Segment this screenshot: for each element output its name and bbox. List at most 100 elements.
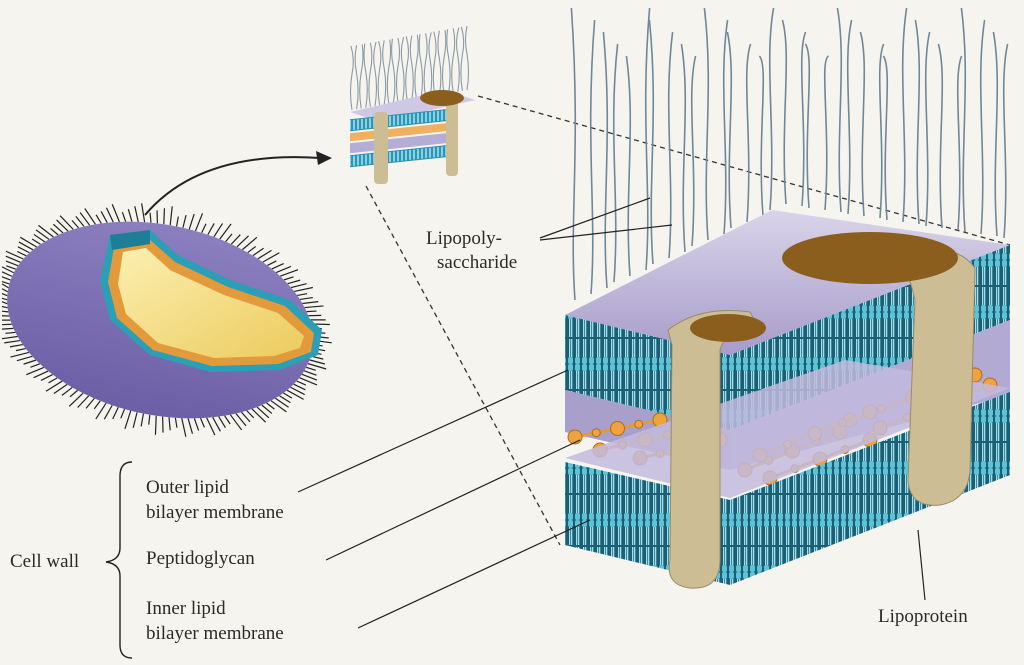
pilus xyxy=(59,215,74,230)
large-block xyxy=(565,7,1010,589)
pilus xyxy=(95,402,107,420)
pilus xyxy=(77,395,90,408)
pilus xyxy=(31,238,41,245)
pilus xyxy=(294,286,313,293)
pilus xyxy=(1,276,11,281)
pilus xyxy=(79,212,91,226)
pilus xyxy=(309,359,326,365)
lps-strand xyxy=(914,19,921,225)
lps-strand xyxy=(648,19,655,265)
pilus xyxy=(141,203,146,223)
lps-strand xyxy=(836,7,843,213)
lps-strand xyxy=(960,7,967,233)
lps-strand xyxy=(781,19,788,205)
pilus xyxy=(219,223,232,240)
mini-lps-strands xyxy=(349,25,470,111)
mini-lps-strand xyxy=(363,43,368,108)
mini-lps-strand xyxy=(400,37,405,102)
peptidoglycan-bead xyxy=(634,419,644,429)
zoom-arrow xyxy=(144,156,321,216)
pilus xyxy=(307,363,327,370)
label-outer-membrane-2: bilayer membrane xyxy=(146,502,284,523)
pilus xyxy=(188,213,195,230)
lps-strand xyxy=(823,55,830,211)
pilus xyxy=(246,410,255,419)
pilus xyxy=(251,408,267,423)
pilus xyxy=(174,417,178,428)
pilus xyxy=(296,380,307,386)
lps-strand xyxy=(859,31,866,217)
pilus xyxy=(206,417,216,436)
peptidoglycan-bead xyxy=(610,421,625,436)
pilus xyxy=(283,276,294,281)
lps-strand xyxy=(758,55,765,217)
lps-strand xyxy=(956,55,963,231)
pilus xyxy=(256,406,270,419)
pilus xyxy=(1,283,9,289)
pilus xyxy=(23,359,37,365)
pilus xyxy=(15,347,26,352)
pilus xyxy=(299,296,313,301)
pilus xyxy=(224,415,231,425)
pilus xyxy=(283,392,293,399)
label-lipoprotein: Lipoprotein xyxy=(878,606,968,627)
pilus xyxy=(175,216,179,227)
zoom-arrowhead-icon xyxy=(316,151,332,165)
pilus xyxy=(5,260,19,267)
mini-lps-strand xyxy=(432,31,437,96)
pilus xyxy=(48,377,58,384)
pilus xyxy=(266,402,275,410)
pilus xyxy=(85,398,95,409)
pilus xyxy=(18,241,34,251)
pilus xyxy=(194,213,204,232)
pilus xyxy=(293,383,306,391)
mini-lps-strand xyxy=(377,41,382,106)
mini-lps-strand xyxy=(414,34,419,99)
lps-strand xyxy=(625,55,632,277)
pilus xyxy=(290,386,305,396)
lps-strand xyxy=(882,55,889,221)
pilus xyxy=(193,418,200,431)
pilus xyxy=(52,223,64,234)
pilus xyxy=(247,246,257,254)
pilus xyxy=(306,366,316,371)
pilus xyxy=(16,355,33,362)
lps-strand xyxy=(570,7,577,301)
pilus xyxy=(207,223,215,236)
lps-strand xyxy=(878,43,885,219)
pilus xyxy=(257,249,272,260)
pilus xyxy=(1,327,14,330)
lipoprotein-channel xyxy=(782,232,958,284)
pilus xyxy=(35,229,50,240)
pilus xyxy=(5,331,16,334)
label-cell-wall: Cell wall xyxy=(10,551,80,572)
bacterium-illustration xyxy=(1,203,332,437)
pilus xyxy=(30,363,41,368)
pilus xyxy=(181,418,187,437)
pilus xyxy=(1,281,10,285)
lps-strand xyxy=(979,19,986,235)
lps-strand xyxy=(644,7,651,271)
pilus xyxy=(1,310,9,313)
pilus xyxy=(10,351,30,358)
pilus xyxy=(95,214,102,224)
mini-lps-strand xyxy=(455,27,460,92)
pilus xyxy=(261,404,273,414)
pilus xyxy=(100,211,108,224)
pilus xyxy=(17,250,27,257)
pilus xyxy=(9,343,23,348)
lps-strand xyxy=(667,31,674,259)
label-lipopolysaccharide-1: Lipopoly- xyxy=(426,228,502,249)
pilus xyxy=(297,293,308,297)
bacterium-cytoplasm xyxy=(118,248,304,358)
pilus xyxy=(242,236,258,251)
lipoprotein-left xyxy=(667,309,761,589)
pilus xyxy=(302,301,319,305)
pilus xyxy=(299,377,318,386)
mini-lps-strand xyxy=(359,44,364,109)
lps-strand xyxy=(690,55,697,247)
mini-lps-strand xyxy=(386,39,392,104)
pilus xyxy=(303,370,317,376)
mini-lps-strand xyxy=(460,26,465,91)
pilus xyxy=(120,408,126,419)
